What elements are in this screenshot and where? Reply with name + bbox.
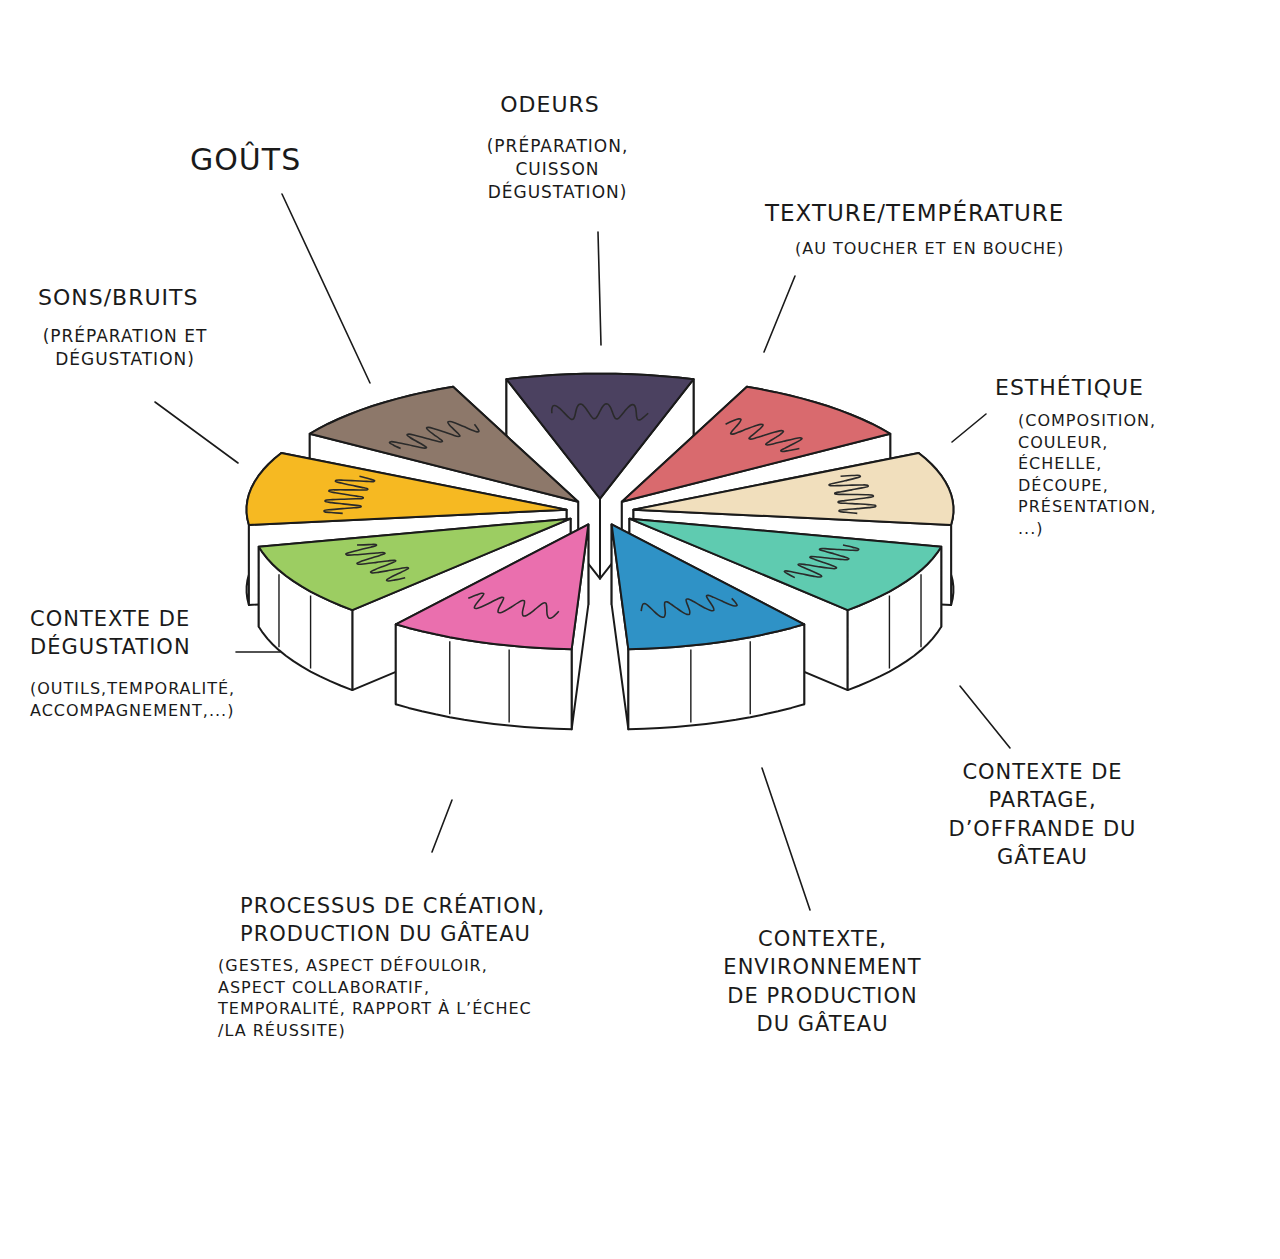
icing-wave bbox=[346, 544, 409, 581]
label-holder: GOÛTS bbox=[190, 140, 320, 181]
leader-line bbox=[960, 686, 1010, 748]
icing-wave bbox=[468, 593, 559, 618]
category-detail: (GESTES, ASPECT DÉFOULOIR, ASPECT COLLAB… bbox=[218, 955, 548, 1041]
leader-line bbox=[236, 651, 280, 653]
label-holder: (COMPOSITION, COULEUR, ÉCHELLE, DÉCOUPE,… bbox=[1018, 410, 1183, 540]
slice-layer-line bbox=[690, 650, 691, 723]
icing-wave bbox=[324, 476, 375, 513]
slice-layer-line bbox=[889, 596, 890, 669]
category-heading: ESTHÉTIQUE bbox=[995, 373, 1195, 403]
category-heading: PROCESSUS DE CRÉATION, PRODUCTION DU GÂT… bbox=[240, 892, 585, 949]
cake-slice bbox=[612, 524, 805, 729]
category-detail: (OUTILS,TEMPORALITÉ, ACCOMPAGNEMENT,...) bbox=[30, 678, 290, 721]
slice-top bbox=[612, 524, 805, 649]
category-heading: GOÛTS bbox=[190, 140, 320, 181]
slice-layer-line bbox=[449, 641, 450, 714]
category-detail: (PRÉPARATION, CUISSON DÉGUSTATION) bbox=[465, 135, 650, 204]
label-holder: PROCESSUS DE CRÉATION, PRODUCTION DU GÂT… bbox=[240, 892, 585, 949]
category-heading: CONTEXTE DE PARTAGE, D’OFFRANDE DU GÂTEA… bbox=[945, 758, 1140, 871]
icing-wave bbox=[784, 545, 858, 578]
category-detail: (COMPOSITION, COULEUR, ÉCHELLE, DÉCOUPE,… bbox=[1018, 410, 1183, 540]
cake-slices bbox=[247, 374, 954, 730]
label-holder: CONTEXTE DE DÉGUSTATION bbox=[30, 605, 230, 662]
category-detail: (AU TOUCHER ET EN BOUCHE) bbox=[795, 238, 1125, 260]
leader-line bbox=[762, 768, 810, 910]
icing-wave bbox=[641, 595, 737, 617]
slice-layer-line bbox=[508, 650, 509, 723]
category-heading: CONTEXTE DE DÉGUSTATION bbox=[30, 605, 230, 662]
label-holder: ODEURS bbox=[470, 90, 630, 120]
label-holder: (PRÉPARATION, CUISSON DÉGUSTATION) bbox=[465, 135, 650, 204]
label-holder: (AU TOUCHER ET EN BOUCHE) bbox=[795, 238, 1125, 260]
label-holder: SONS/BRUITS bbox=[38, 283, 258, 313]
slice-layer-line bbox=[310, 596, 311, 669]
category-heading: SONS/BRUITS bbox=[38, 283, 258, 313]
label-holder: CONTEXTE DE PARTAGE, D’OFFRANDE DU GÂTEA… bbox=[945, 758, 1140, 871]
label-holder: (OUTILS,TEMPORALITÉ, ACCOMPAGNEMENT,...) bbox=[30, 678, 290, 721]
cake-slice bbox=[396, 524, 589, 729]
slice-top bbox=[396, 524, 589, 649]
slice-layer-line bbox=[750, 641, 751, 714]
label-holder: ESTHÉTIQUE bbox=[995, 373, 1195, 403]
icing-wave bbox=[829, 475, 876, 513]
label-holder: (GESTES, ASPECT DÉFOULOIR, ASPECT COLLAB… bbox=[218, 955, 548, 1041]
slice-top bbox=[633, 453, 953, 525]
leader-line bbox=[598, 232, 601, 345]
slice-top bbox=[247, 453, 567, 525]
icing-wave bbox=[389, 422, 479, 449]
category-heading: CONTEXTE, ENVIRONNEMENT DE PRODUCTION DU… bbox=[720, 925, 925, 1038]
leader-line bbox=[764, 276, 795, 352]
slice-layer-line bbox=[278, 574, 279, 647]
label-holder: CONTEXTE, ENVIRONNEMENT DE PRODUCTION DU… bbox=[720, 925, 925, 1038]
icing-wave bbox=[726, 419, 803, 452]
slice-layer-line bbox=[920, 574, 921, 647]
leader-line bbox=[282, 194, 370, 383]
leader-lines bbox=[155, 194, 1010, 910]
label-holder: (PRÉPARATION ET DÉGUSTATION) bbox=[20, 325, 230, 371]
category-heading: TEXTURE/TEMPÉRATURE bbox=[765, 198, 1125, 229]
category-detail: (PRÉPARATION ET DÉGUSTATION) bbox=[20, 325, 230, 371]
category-heading: ODEURS bbox=[470, 90, 630, 120]
leader-line bbox=[952, 414, 986, 442]
leader-line bbox=[155, 402, 238, 463]
leader-line bbox=[432, 800, 452, 852]
label-holder: TEXTURE/TEMPÉRATURE bbox=[765, 198, 1125, 229]
icing-wave bbox=[552, 404, 648, 420]
